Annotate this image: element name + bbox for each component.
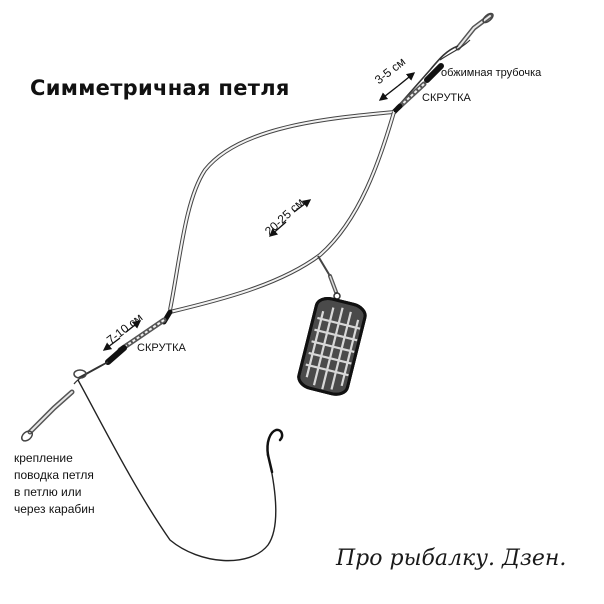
crimp-sleeve-icon	[424, 63, 444, 83]
feeder-cage-icon	[297, 296, 367, 396]
twist-bottom-icon	[105, 309, 173, 365]
bottom-swivel-icon	[20, 369, 87, 442]
crimp-sleeve-label: обжимная трубочка	[441, 67, 542, 79]
attachment-note: крепление поводка петля в петлю или чере…	[14, 450, 134, 518]
twist-top-label: СКРУТКА	[422, 92, 471, 104]
attachment-note-line: поводка петля	[14, 468, 94, 482]
symmetric-loop	[168, 110, 396, 314]
main-line-top	[399, 45, 459, 105]
attachment-note-line: крепление	[14, 451, 73, 465]
attachment-note-line: через карабин	[14, 502, 95, 516]
hook-icon	[266, 428, 284, 474]
arrow-icon	[102, 72, 416, 351]
attachment-note-line: в петлю или	[14, 485, 82, 499]
twist-bottom-label: СКРУТКА	[137, 342, 186, 354]
source-signature: Про рыбалку. Дзен.	[336, 546, 567, 571]
hook-leader	[77, 379, 277, 562]
twist-top-icon	[391, 81, 427, 115]
feeder-leash	[317, 255, 341, 300]
diagram-title: Симметричная петля	[30, 76, 290, 100]
top-swivel-icon	[455, 12, 494, 51]
